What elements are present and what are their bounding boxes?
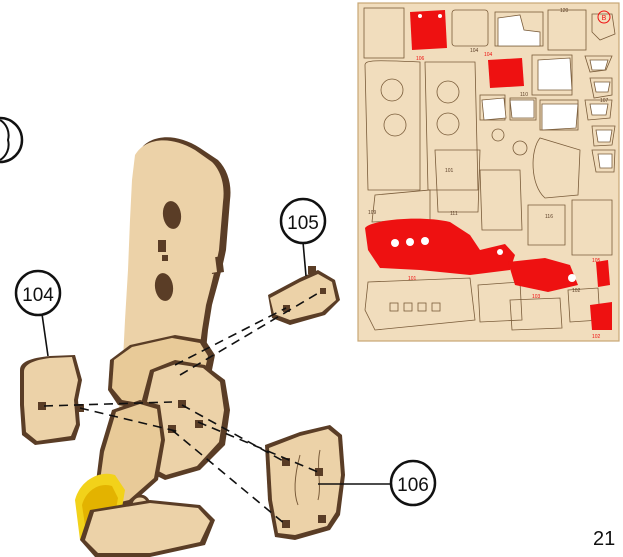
sheet-label: 120 [560, 8, 569, 14]
part-105 [268, 266, 340, 325]
sheet-badge: B [602, 15, 607, 22]
sheet-label: 102 [572, 288, 581, 294]
sheet-label: 104 [470, 48, 479, 54]
callout-105: 105 [281, 199, 325, 276]
sheet-label-red: 101 [408, 276, 417, 282]
sheet-label-red: 104 [484, 52, 493, 58]
sheet-label-red: 105 [592, 258, 601, 264]
sheet-label-red: 102 [592, 334, 601, 340]
sheet-label: 109 [368, 210, 377, 216]
sheet-label: 101 [445, 168, 454, 174]
sheet-label: 107 [600, 98, 609, 104]
callout-104: 104 [16, 271, 60, 356]
sheet-label-red: 106 [416, 56, 425, 62]
partial-callout-circle [0, 118, 22, 162]
part-106 [265, 425, 345, 540]
page-number: 21 [593, 528, 615, 551]
callout-106-label: 106 [397, 475, 429, 496]
sheet-label: 111 [450, 211, 458, 217]
main-assembly [75, 137, 231, 557]
callout-104-label: 104 [22, 285, 54, 306]
parts-sheet: 104 120 110 101 111 116 102 109 107 106 … [358, 3, 619, 341]
sheet-label: 110 [520, 92, 528, 98]
sheet-label-red: 103 [532, 294, 541, 300]
callout-105-label: 105 [287, 213, 319, 234]
sheet-label: 116 [545, 214, 553, 220]
part-104 [20, 355, 84, 445]
